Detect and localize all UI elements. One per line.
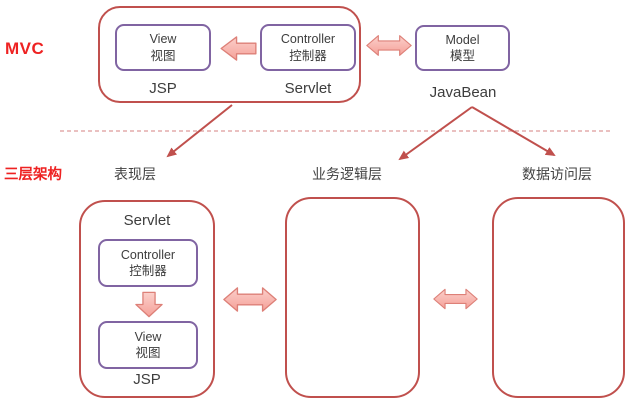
business-layer-label: 业务逻辑层 bbox=[312, 166, 382, 182]
data-access-layer-label: 数据访问层 bbox=[522, 166, 592, 182]
tier-view-box: View 视图 bbox=[98, 321, 198, 369]
three-tier-label: 三层架构 bbox=[4, 167, 62, 183]
javabean-label: JavaBean bbox=[429, 84, 497, 101]
mvc-to-presentation-connector bbox=[166, 104, 233, 158]
controller-label-en: Controller bbox=[280, 32, 336, 46]
mvc-container: View 视图 Controller 控制器 JSP Servlet bbox=[98, 6, 361, 103]
business-dataaccess-double-arrow-icon bbox=[433, 288, 478, 310]
model-box: Model 模型 bbox=[415, 25, 510, 71]
controller-box: Controller 控制器 bbox=[260, 24, 356, 71]
tier-jsp-label: JSP bbox=[133, 371, 161, 388]
view-label-en: View bbox=[149, 32, 177, 46]
down-block-arrow-icon bbox=[135, 291, 163, 318]
tier-view-label-zh: 视图 bbox=[135, 346, 161, 360]
presentation-tier-container: Servlet Controller 控制器 View 视图 JSP bbox=[79, 200, 215, 398]
view-box: View 视图 bbox=[115, 24, 211, 71]
javabean-to-dataaccess-connector bbox=[471, 106, 556, 157]
data-access-tier-container bbox=[492, 197, 625, 398]
mvc-model-double-arrow-icon bbox=[366, 35, 412, 56]
mvc-label: MVC bbox=[5, 39, 45, 58]
javabean-to-business-connector bbox=[398, 106, 473, 161]
view-label-zh: 视图 bbox=[150, 48, 176, 63]
jsp-label: JSP bbox=[149, 80, 177, 97]
business-tier-container bbox=[285, 197, 420, 398]
controller-label-zh: 控制器 bbox=[289, 48, 327, 63]
model-label-en: Model bbox=[445, 32, 480, 47]
tier-view-label-en: View bbox=[134, 329, 162, 344]
presentation-business-double-arrow-icon bbox=[223, 287, 277, 312]
presentation-layer-label: 表现层 bbox=[114, 166, 156, 182]
model-label-zh: 模型 bbox=[449, 49, 475, 63]
left-block-arrow-icon bbox=[220, 36, 257, 61]
tier-controller-label-zh: 控制器 bbox=[129, 264, 167, 278]
tier-controller-label-en: Controller bbox=[120, 247, 176, 262]
tier-servlet-label: Servlet bbox=[123, 212, 171, 229]
tier-controller-box: Controller 控制器 bbox=[98, 239, 198, 287]
servlet-label: Servlet bbox=[284, 80, 332, 97]
